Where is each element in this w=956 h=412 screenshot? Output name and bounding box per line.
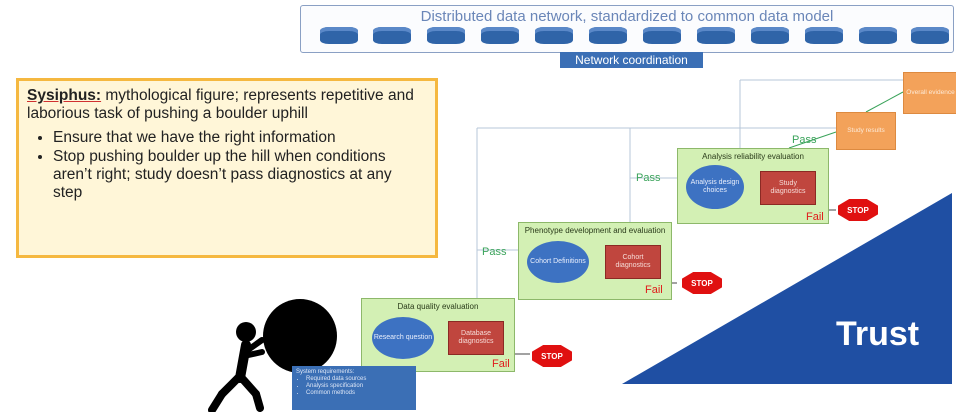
fail-label: Fail bbox=[645, 284, 663, 296]
stage-analysis: Analysis reliability evaluation Analysis… bbox=[677, 148, 829, 224]
system-requirements-title: System requirements: bbox=[296, 369, 355, 375]
system-requirements-list: Required data sources Analysis specifica… bbox=[296, 376, 412, 397]
pass-label: Pass bbox=[792, 134, 817, 146]
database-icon bbox=[911, 27, 949, 44]
fail-label: Fail bbox=[492, 358, 510, 370]
database-icon bbox=[589, 27, 627, 44]
sysiphus-paragraph: Sysiphus: mythological figure; represent… bbox=[27, 87, 425, 123]
stop-sign-icon: STOP bbox=[532, 345, 572, 367]
network-coordination-label: Network coordination bbox=[560, 52, 703, 68]
stage-title: Analysis reliability evaluation bbox=[702, 152, 804, 161]
database-icon bbox=[535, 27, 573, 44]
cohort-definitions-node: Cohort Definitions bbox=[527, 241, 589, 283]
trust-label: Trust bbox=[836, 315, 920, 353]
stage-title: Data quality evaluation bbox=[397, 302, 479, 311]
stage-data-quality: Data quality evaluation Research questio… bbox=[361, 298, 515, 372]
overall-evidence-node: Overall evidence bbox=[903, 72, 956, 114]
sysiphus-description: mythological figure; represents repetiti… bbox=[27, 87, 414, 122]
study-diagnostics-node: Study diagnostics bbox=[760, 171, 816, 205]
system-requirements-box: System requirements: Required data sourc… bbox=[292, 366, 416, 410]
database-icon bbox=[373, 27, 411, 44]
database-icon bbox=[697, 27, 735, 44]
database-icon bbox=[320, 27, 358, 44]
pass-label: Pass bbox=[482, 246, 507, 258]
stage-phenotype: Phenotype development and evaluation Coh… bbox=[518, 222, 672, 300]
data-network-panel: Distributed data network, standardized t… bbox=[300, 5, 954, 53]
network-title: Distributed data network, standardized t… bbox=[420, 8, 834, 25]
fail-label: Fail bbox=[806, 211, 824, 223]
stage-title: Phenotype development and evaluation bbox=[524, 226, 666, 235]
pass-arrows bbox=[788, 91, 904, 149]
research-question-node: Research question bbox=[372, 317, 434, 359]
trust-triangle bbox=[622, 193, 952, 384]
database-icon bbox=[427, 27, 465, 44]
database-icon bbox=[805, 27, 843, 44]
stop-sign-icon: STOP bbox=[682, 272, 722, 294]
list-item: Required data sources bbox=[306, 376, 412, 383]
pass-label: Pass bbox=[636, 172, 661, 184]
list-item: Analysis specification bbox=[306, 383, 412, 390]
sysiphus-bullets: Ensure that we have the right informatio… bbox=[27, 129, 425, 202]
cohort-diagnostics-node: Cohort diagnostics bbox=[605, 245, 661, 279]
bullet-item: Ensure that we have the right informatio… bbox=[53, 129, 425, 147]
database-icon bbox=[859, 27, 897, 44]
database-diagnostics-node: Database diagnostics bbox=[448, 321, 504, 355]
stop-sign-icon: STOP bbox=[838, 199, 878, 221]
study-results-node: Study results bbox=[836, 112, 896, 150]
stick-figure-icon bbox=[208, 322, 265, 412]
analysis-design-node: Analysis design choices bbox=[686, 165, 744, 209]
database-icon bbox=[643, 27, 681, 44]
bullet-item: Stop pushing boulder up the hill when co… bbox=[53, 148, 425, 202]
connectors bbox=[476, 79, 903, 298]
list-item: Common methods bbox=[306, 390, 412, 397]
sysiphus-callout: Sysiphus: mythological figure; represent… bbox=[16, 78, 438, 258]
database-icon bbox=[481, 27, 519, 44]
boulder-icon bbox=[263, 299, 337, 373]
sysiphus-title: Sysiphus: bbox=[27, 87, 102, 104]
database-icon bbox=[751, 27, 789, 44]
